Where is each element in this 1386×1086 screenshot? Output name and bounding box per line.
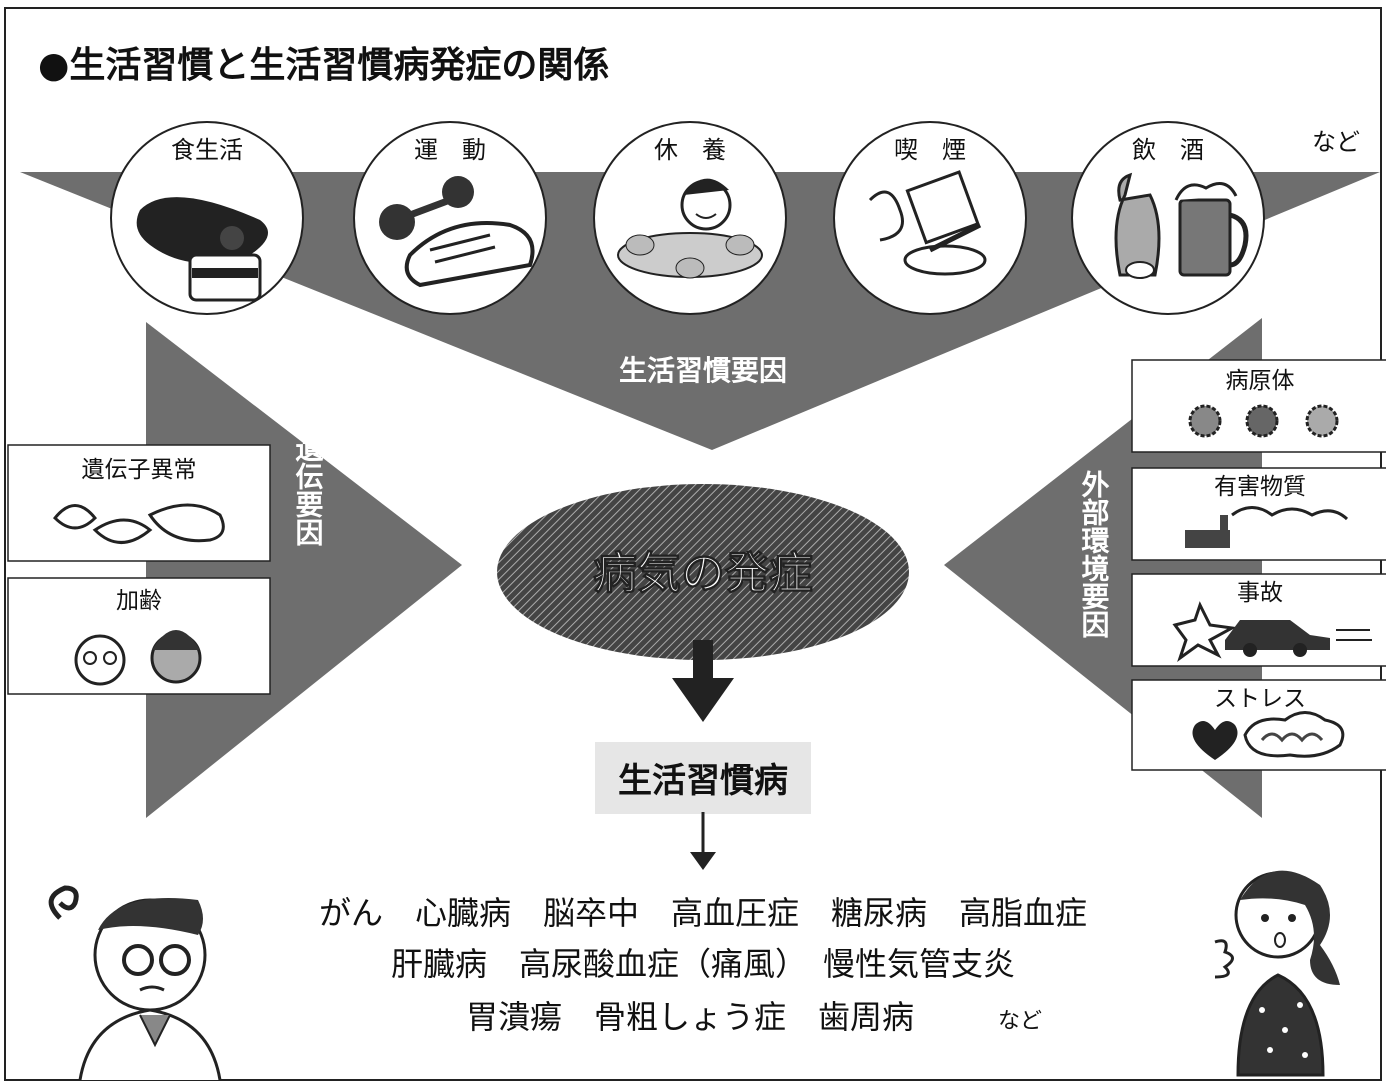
pollution-icon xyxy=(1185,506,1349,548)
right-box-pathogen: 病原体 xyxy=(1131,359,1386,453)
factor-label-drinking: 飲 酒 xyxy=(1132,136,1204,164)
factor-label-smoking: 喫 煙 xyxy=(894,136,966,164)
right-box-pollution: 有害物質 xyxy=(1131,467,1386,561)
worried-man-illustration xyxy=(48,885,222,1081)
aging-label: 加齢 xyxy=(116,588,162,614)
accident-label: 事故 xyxy=(1237,580,1283,606)
big-down-arrow xyxy=(672,640,734,722)
accident-box xyxy=(1131,573,1386,667)
result-box xyxy=(595,742,811,814)
pathogen-label: 病原体 xyxy=(1226,368,1295,394)
environment-factor-label: 外部環境要因 xyxy=(1078,470,1111,638)
diseases-etc-label: など xyxy=(998,1009,1042,1034)
factor-label-food: 食生活 xyxy=(171,136,243,164)
small-down-arrow xyxy=(690,812,716,870)
pathogen-icon xyxy=(1188,404,1339,438)
smoking-icon xyxy=(868,170,987,276)
factor-rest: 休 養 xyxy=(593,121,787,315)
diseases-line-2: 肝臓病 高尿酸血症（痛風） 慢性気管支炎 xyxy=(391,945,1015,983)
gene-icon xyxy=(52,503,225,544)
exercise-icon xyxy=(379,176,535,288)
rest-icon xyxy=(617,178,763,279)
stress-label: ストレス xyxy=(1214,686,1306,712)
factor-food: 食生活 xyxy=(110,121,304,315)
gene-label: 遺伝子異常 xyxy=(82,457,197,483)
aging-box xyxy=(7,577,271,695)
right-box-stress: ストレス xyxy=(1131,679,1386,771)
right-box-accident: 事故 xyxy=(1131,573,1386,667)
left-box-gene: 遺伝子異常 xyxy=(7,444,271,562)
aging-icon xyxy=(74,630,202,686)
factor-label-exercise: 運 動 xyxy=(414,136,486,164)
top-etc-label: など xyxy=(1312,128,1360,156)
lifestyle-factor-label: 生活習慣要因 xyxy=(619,354,787,387)
drinking-icon xyxy=(1114,172,1249,279)
gene-box xyxy=(7,444,271,562)
worried-woman-illustration xyxy=(1214,870,1340,1077)
food-icon xyxy=(136,197,268,302)
genetic-triangle xyxy=(146,322,462,818)
car-crash-icon xyxy=(1172,601,1372,662)
diseases-line-3: 胃潰瘍 骨粗しょう症 歯周病 xyxy=(466,998,914,1036)
pollution-box xyxy=(1131,467,1386,561)
factor-smoking: 喫 煙 xyxy=(833,121,1027,315)
diseases-line-1: がん 心臓病 脳卒中 高血圧症 糖尿病 高脂血症 xyxy=(319,894,1087,932)
factor-drinking: 飲 酒 xyxy=(1071,121,1265,315)
pollution-label: 有害物質 xyxy=(1214,474,1306,500)
result-label: 生活習慣病 xyxy=(618,761,788,801)
onset-ellipse xyxy=(497,484,909,660)
genetic-factor-label: 遺伝要因 xyxy=(292,434,325,546)
factor-label-rest: 休 養 xyxy=(654,136,726,164)
factor-exercise: 運 動 xyxy=(353,121,547,315)
onset-label: 病気の発症 xyxy=(593,548,813,599)
page-title: ●生活習慣と生活習慣病発症の関係 xyxy=(38,45,609,86)
left-box-aging: 加齢 xyxy=(7,577,271,695)
stress-icon xyxy=(1192,711,1345,760)
